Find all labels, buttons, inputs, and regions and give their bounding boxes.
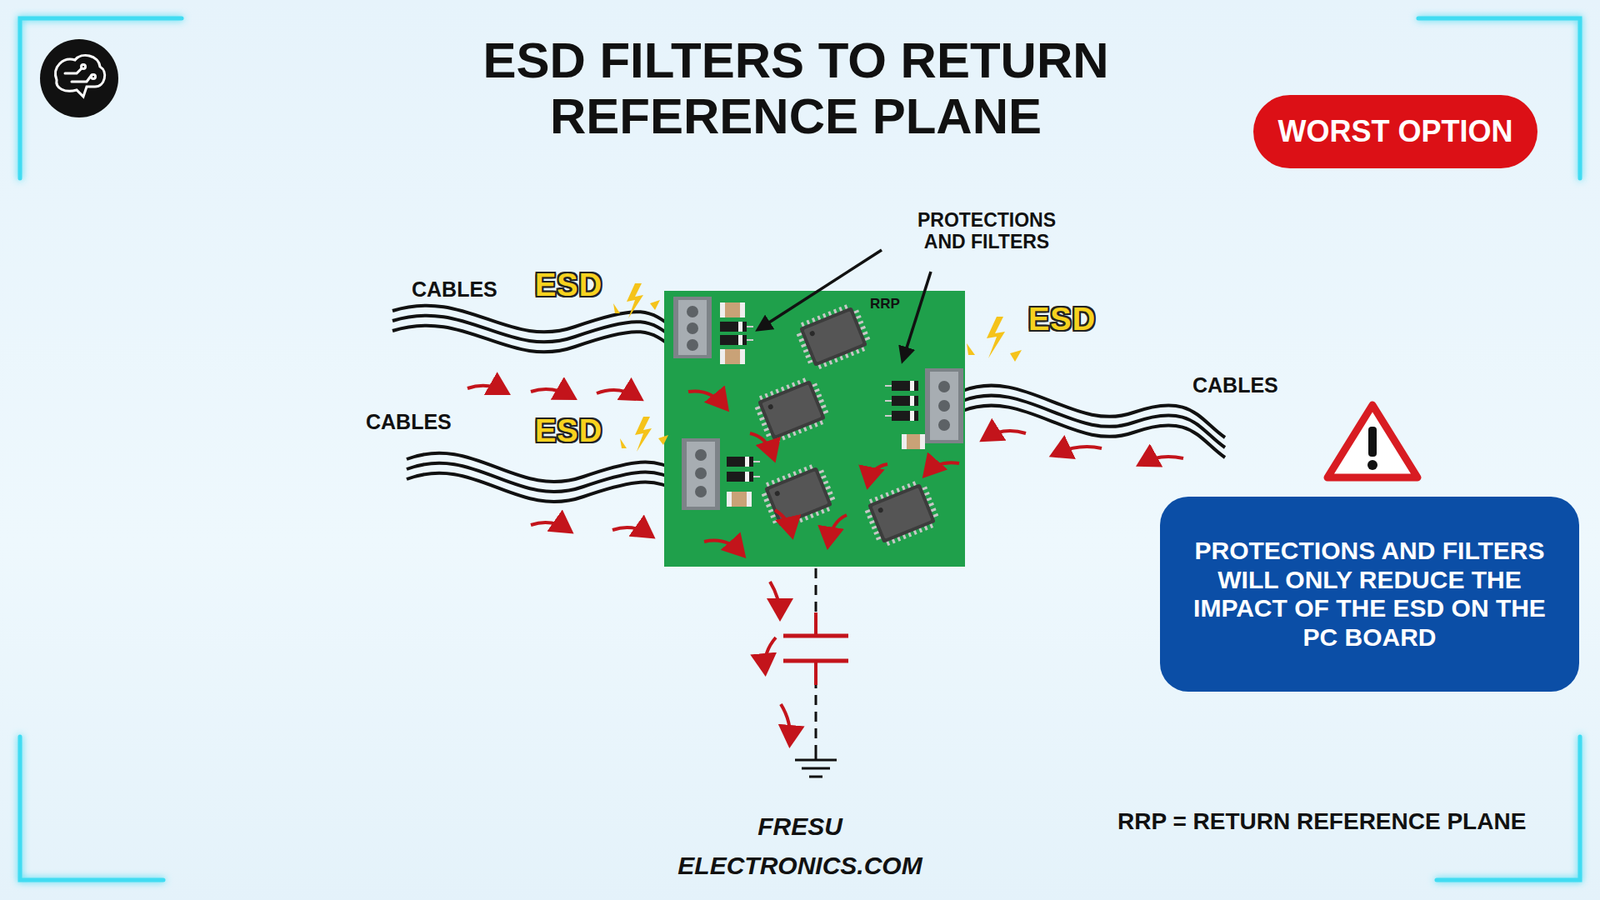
abbreviation-note: RRP = RETURN REFERENCE PLANE — [1117, 808, 1526, 835]
ic-chip — [861, 477, 943, 550]
capacitor-to-ground — [783, 568, 849, 777]
note-box: PROTECTIONS AND FILTERS WILL ONLY REDUCE… — [1160, 496, 1580, 692]
warning-sign — [1327, 405, 1418, 478]
pc-board — [664, 290, 965, 567]
ic-chips — [751, 300, 943, 550]
callout-label: PROTECTIONS AND FILTERS — [903, 209, 1070, 254]
ic-chip — [751, 374, 833, 446]
cable-label: CABLES — [411, 277, 498, 302]
logo — [40, 39, 119, 118]
cable-label: CABLES — [365, 410, 452, 435]
node-text: WORST OPTION — [1266, 114, 1525, 149]
esd-label: ESD — [535, 267, 603, 305]
esd-label: ESD — [1028, 301, 1096, 339]
filter-components — [720, 302, 925, 507]
ic-chip — [758, 460, 840, 533]
lightning-bolts — [613, 283, 1022, 452]
title: ESD FILTERS TO RETURN REFERENCE PLANE — [395, 32, 1196, 145]
esd-label: ESD — [535, 413, 603, 450]
current-arrows — [467, 385, 1184, 742]
ic-chip — [793, 300, 875, 373]
node-text: PROTECTIONS AND FILTERS WILL ONLY REDUCE… — [1178, 536, 1561, 652]
board-region: RRP — [664, 290, 965, 567]
cable-label: CABLES — [1192, 373, 1279, 398]
node-text: RRP — [870, 295, 900, 313]
watermark: FRESU ELECTRONICS.COM — [662, 807, 938, 885]
warning-pill: WORST OPTION — [1253, 95, 1538, 169]
corner-brackets — [20, 18, 1580, 880]
callout-arrows — [760, 250, 931, 359]
